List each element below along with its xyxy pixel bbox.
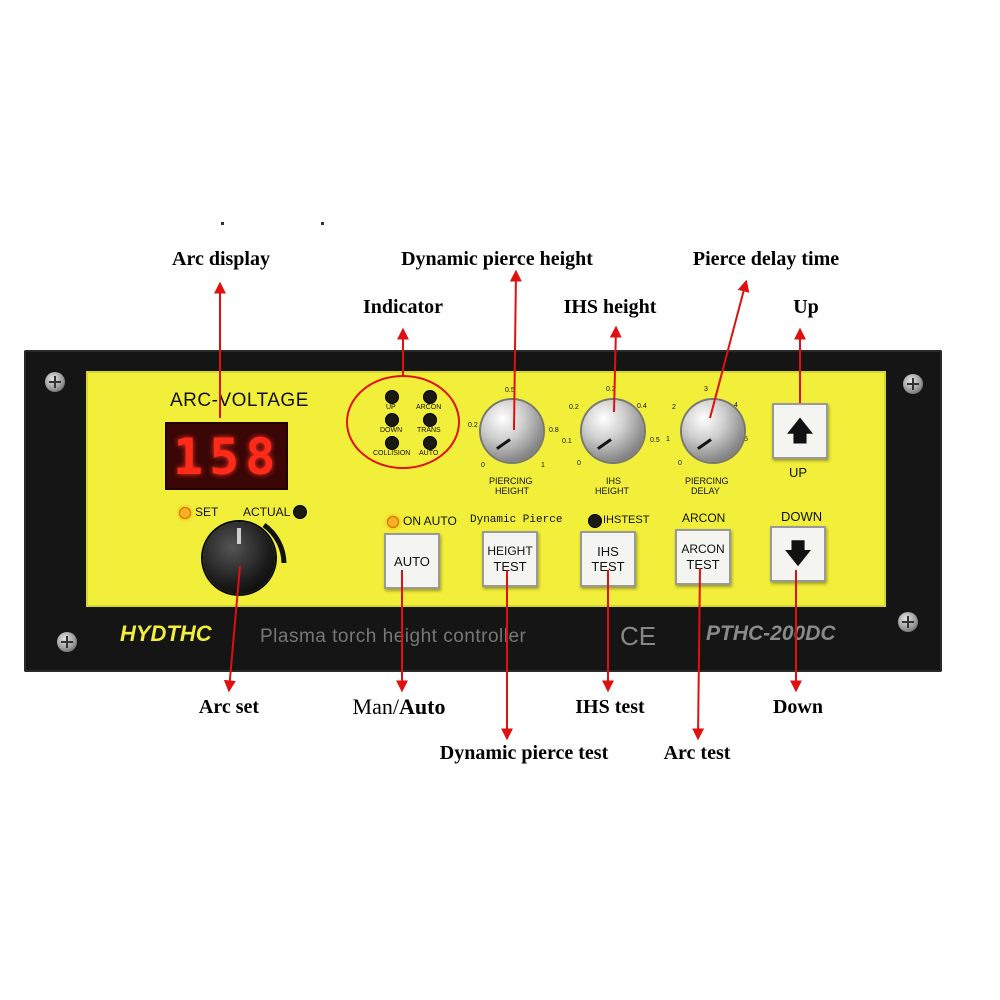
arcon-test-label-1: ARCON	[681, 542, 725, 556]
piercing-height-knob[interactable]	[481, 400, 543, 462]
screw-icon	[903, 374, 923, 394]
down-label: DOWN	[781, 509, 823, 524]
screw-icon	[45, 372, 65, 392]
knob3-scale-2: 2	[672, 404, 676, 411]
actual-led	[293, 505, 307, 519]
indicator-down-led	[385, 413, 399, 427]
knob2-scale-1: 0.1	[562, 438, 572, 445]
knob3-scale-3: 3	[704, 386, 708, 393]
arcon-test-label-2: TEST	[686, 557, 720, 572]
ihstest-led	[588, 514, 602, 528]
indicator-arcon-led	[423, 390, 437, 404]
callout-man-auto: Man/Auto	[353, 694, 446, 720]
knob3-scale-0: 0	[678, 460, 682, 467]
piercing-delay-knob[interactable]	[682, 400, 744, 462]
arcon-label: ARCON	[682, 511, 726, 525]
up-label: UP	[789, 465, 808, 480]
callout-down: Down	[772, 696, 824, 718]
callout-pierce-delay-time: Pierce delay time	[692, 248, 840, 270]
height-test-label-2: TEST	[493, 559, 527, 574]
knob1-label-2: HEIGHT	[495, 486, 530, 496]
set-label: SET	[195, 505, 219, 519]
ihs-test-label-1: IHS	[597, 544, 619, 559]
knob3-scale-1: 1	[666, 436, 670, 443]
knob2-scale-4: 0.4	[637, 403, 647, 410]
indicator-auto-label: AUTO	[419, 450, 439, 457]
arc-set-scale	[262, 522, 287, 564]
knob2-scale-2: 0.2	[569, 404, 579, 411]
arcon-test-button[interactable]: ARCON TEST	[675, 529, 731, 585]
indicator-collision-label: COLLISION	[373, 450, 411, 457]
indicator-down-label: DOWN	[380, 427, 403, 434]
callout-arc-display: Arc display	[172, 248, 270, 270]
knob1-label-1: PIERCING	[489, 476, 533, 486]
set-led	[179, 507, 191, 519]
auto-button-label: AUTO	[394, 553, 430, 569]
height-test-label-1: HEIGHT	[487, 544, 533, 558]
indicator-trans-label: TRANS	[417, 427, 441, 434]
model-name: PTHC-200DC	[706, 622, 836, 645]
knob2-label-2: HEIGHT	[595, 486, 630, 496]
on-auto-label: ON AUTO	[403, 514, 457, 528]
indicator-arcon-label: ARCON	[416, 404, 442, 411]
knob1-scale-0: 0	[481, 462, 485, 469]
ihs-test-label-2: TEST	[591, 559, 625, 574]
knob1-scale-4: 1	[541, 462, 545, 469]
callout-ihs-height: IHS height	[563, 296, 657, 318]
knob3-label-2: DELAY	[691, 486, 720, 496]
dynamic-pierce-label: Dynamic Pierce	[470, 514, 563, 526]
display-value: 158	[173, 428, 282, 486]
callout-dynamic-pierce-height: Dynamic pierce height	[401, 248, 593, 270]
arc-voltage-display: 158	[165, 422, 288, 490]
height-test-button[interactable]: HEIGHT TEST	[482, 531, 538, 587]
indicator-auto-led	[423, 436, 437, 450]
indicator-collision-led	[385, 436, 399, 450]
callout-arc-test: Arc test	[663, 742, 731, 764]
indicator-up-led	[385, 390, 399, 404]
callout-auto-label: Auto	[399, 694, 446, 719]
on-auto-led	[387, 516, 399, 528]
brand-logo: HYDTHC	[120, 621, 212, 646]
arc-voltage-title: ARC-VOLTAGE	[170, 390, 309, 411]
knob2-scale-5: 0.5	[650, 437, 660, 444]
down-arrow-icon: 🡇	[783, 538, 813, 569]
screw-icon	[898, 612, 918, 632]
screw-icon	[57, 632, 77, 652]
actual-label: ACTUAL	[243, 505, 291, 519]
indicator-trans-led	[423, 413, 437, 427]
indicator-up-label: UP	[386, 404, 396, 411]
callout-up: Up	[793, 296, 819, 318]
arc-set-knob[interactable]	[203, 522, 275, 594]
ihstest-label: IHSTEST	[603, 514, 650, 526]
knob2-scale-3: 0.3	[606, 386, 616, 393]
knob3-scale-5: 5	[744, 436, 748, 443]
callout-arc-set: Arc set	[198, 696, 260, 718]
ihs-height-knob[interactable]	[582, 400, 644, 462]
stray-dot	[321, 222, 324, 225]
up-arrow-icon: 🡅	[785, 415, 815, 446]
knob1-scale-1: 0.2	[468, 422, 478, 429]
ihs-test-button[interactable]: IHS TEST	[580, 531, 636, 587]
knob3-label-1: PIERCING	[685, 476, 729, 486]
knob2-label-1: IHS	[606, 476, 622, 486]
down-button[interactable]: 🡇	[770, 526, 826, 582]
stray-dot	[221, 222, 224, 225]
callout-man-label: Man/	[352, 694, 399, 719]
callout-dynamic-pierce-test: Dynamic pierce test	[439, 742, 609, 764]
auto-button[interactable]: AUTO	[384, 533, 440, 589]
callout-indicator: Indicator	[363, 296, 443, 318]
knob1-scale-2: 0.5	[505, 387, 515, 394]
ce-mark: CE	[620, 621, 657, 651]
up-button[interactable]: 🡅	[772, 403, 828, 459]
brand-bar: HYDTHC Plasma torch height controller CE…	[112, 615, 872, 661]
knob1-scale-3: 0.8	[549, 427, 559, 434]
callout-ihs-test: IHS test	[575, 696, 645, 718]
knob2-scale-0: 0	[577, 460, 581, 467]
controller-subtitle: Plasma torch height controller	[260, 626, 527, 647]
